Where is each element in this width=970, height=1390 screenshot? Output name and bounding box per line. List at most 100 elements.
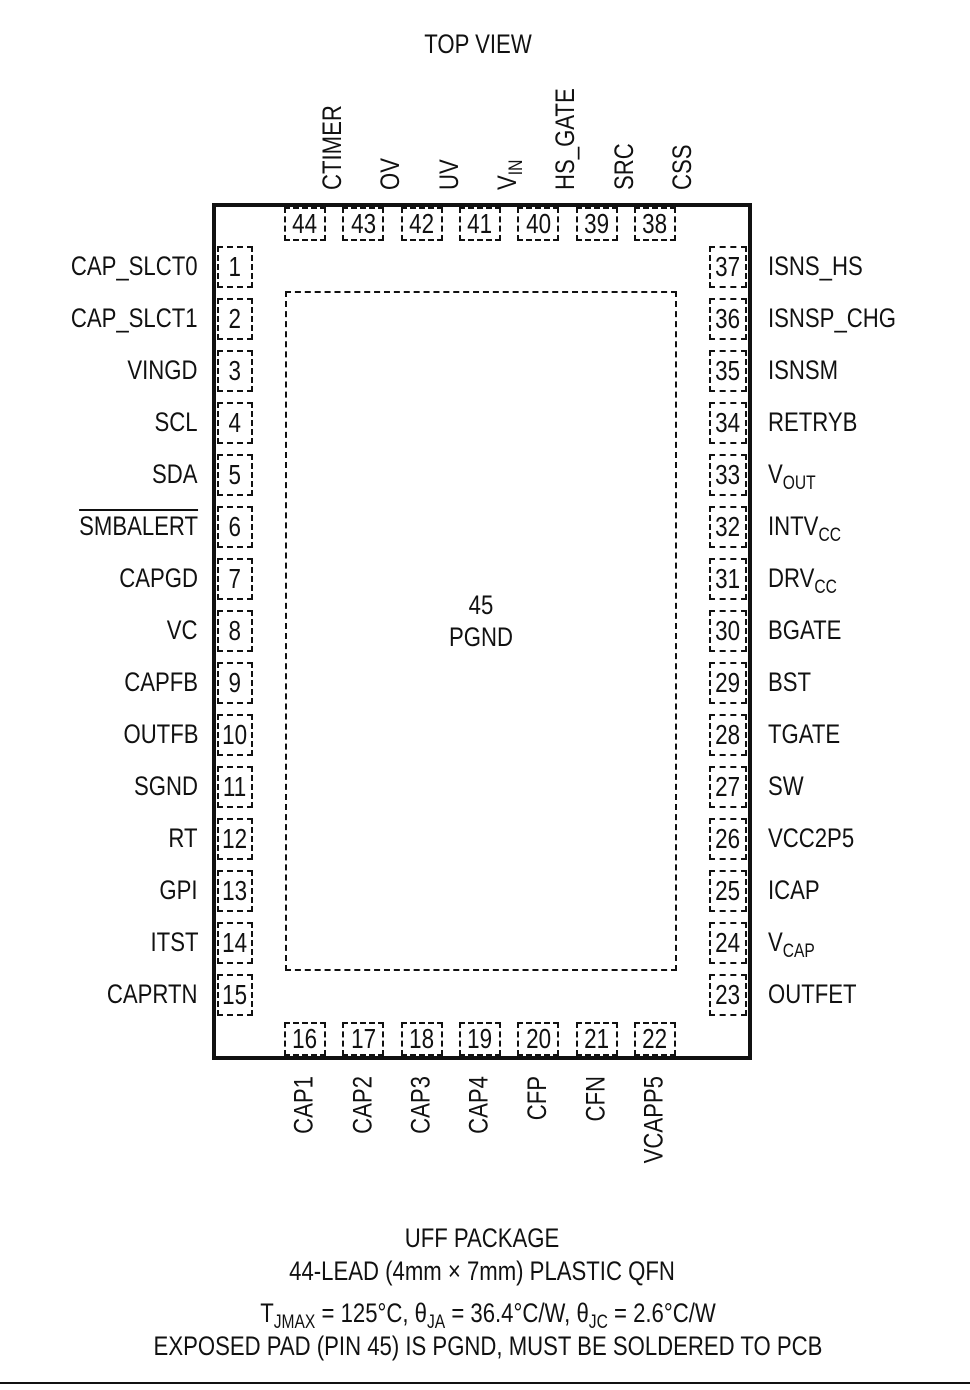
pin-label: CAP1	[289, 1076, 319, 1134]
pin-label: VCAPP5	[638, 1076, 669, 1164]
pin-name: RT	[168, 823, 198, 853]
pin-name: CFP	[522, 1076, 553, 1121]
pin-pad: 9	[217, 662, 253, 704]
pin-label: RT	[169, 825, 198, 852]
pin-label: CAP_SLCT0	[71, 253, 198, 280]
pin-number: 21	[584, 1023, 609, 1054]
pin-label: OUTFET	[768, 981, 857, 1008]
pin-number: 12	[222, 823, 248, 854]
package-name: UFF PACKAGE	[404, 1223, 560, 1253]
pin-label: CTIMER	[317, 105, 347, 190]
pin-name: SGND	[134, 771, 198, 801]
pin-pad: 14	[217, 922, 253, 964]
pin-number: 7	[228, 563, 242, 594]
pin-pad: 35	[709, 350, 747, 392]
pin-label: CAP2	[347, 1076, 377, 1134]
pin-label: CAPFB	[124, 669, 198, 696]
pin-label: CFN	[581, 1076, 611, 1122]
pin-name: INTV	[768, 511, 819, 541]
package-outline	[212, 203, 752, 1060]
pin-name: OV	[375, 158, 406, 190]
pin-number: 29	[715, 667, 741, 698]
tjmax-symbol: T	[260, 1298, 274, 1328]
pin-label: INTVCC	[768, 511, 841, 546]
pin-number: 3	[228, 355, 242, 386]
pin-label: UV	[434, 159, 464, 190]
pin-pad: 18	[400, 1022, 443, 1056]
pin-pad: 7	[217, 558, 253, 600]
pin-pad: 41	[458, 207, 501, 241]
pin-number: 16	[292, 1023, 318, 1054]
pin-name: TGATE	[768, 719, 841, 749]
pin-pad: 12	[217, 818, 253, 860]
pin-number: 26	[715, 823, 741, 854]
theta-jc-symbol: θ	[576, 1298, 589, 1328]
pin-pad: 44	[284, 207, 326, 241]
pin-pad: 4	[217, 402, 253, 444]
pin-number: 13	[222, 875, 248, 906]
pin-number: 20	[525, 1023, 551, 1054]
pin-name: ICAP	[768, 875, 820, 905]
pin-pad: 17	[342, 1022, 385, 1056]
package-description: 44-LEAD (4mm × 7mm) PLASTIC QFN	[289, 1256, 675, 1286]
pin-number: 39	[584, 208, 609, 239]
pin-number: 33	[715, 459, 741, 490]
pin-name: CAP3	[405, 1076, 436, 1134]
theta-jc-value: = 2.6°C/W	[607, 1298, 716, 1328]
pin-name: BGATE	[768, 615, 842, 645]
pin-name: GPI	[159, 875, 198, 905]
pin-label: CAP_SLCT1	[71, 305, 198, 332]
pin-name: OUTFET	[768, 979, 857, 1009]
pin-number: 27	[715, 771, 741, 802]
pin-label: BGATE	[768, 617, 841, 644]
pin-name-subscript: CC	[818, 525, 841, 546]
pin-number: 14	[222, 927, 248, 958]
pin-name: ISNSM	[768, 355, 839, 385]
pin-pad: 6	[217, 506, 253, 548]
theta-jc-sub: JC	[588, 1312, 608, 1333]
pin-label: SCL	[155, 409, 198, 436]
pin-name: VCAPP5	[638, 1076, 669, 1164]
pin-pad: 21	[575, 1022, 618, 1056]
pin-pad: 19	[458, 1022, 501, 1056]
pin-number: 18	[409, 1023, 435, 1054]
pin-label: OV	[375, 158, 406, 190]
pin-label: BST	[768, 669, 811, 696]
theta-ja-value: = 36.4°C/W,	[445, 1298, 577, 1328]
pin-number: 11	[223, 771, 247, 802]
pin-name: CAPGD	[119, 563, 198, 593]
pin-pad: 42	[400, 207, 443, 241]
pin-pad: 33	[709, 454, 747, 496]
pin-number: 28	[715, 719, 741, 750]
pin-pad: 3	[217, 350, 253, 392]
pin-number: 23	[715, 979, 741, 1010]
pin-number: 43	[350, 208, 376, 239]
pin-number: 35	[715, 355, 741, 386]
pin-number: 4	[228, 407, 242, 438]
pin-label: SW	[768, 773, 804, 800]
exposed-pad	[285, 291, 677, 971]
pin-name: CAPFB	[124, 667, 198, 697]
exposed-pad-number: 45	[468, 590, 494, 620]
pin-number: 38	[642, 208, 668, 239]
pin-pad: 38	[633, 207, 676, 241]
pin-name: SW	[768, 771, 804, 801]
thermal-specs: TJMAX = 125°C, θJA = 36.4°C/W, θJC = 2.6…	[260, 1298, 716, 1333]
pin-name: SCL	[154, 407, 198, 437]
pin-label: VINGD	[128, 357, 198, 384]
pin-pad: 32	[709, 506, 747, 548]
pin-pad: 28	[709, 714, 747, 756]
divider	[0, 1382, 970, 1384]
pin-name: CAP1	[289, 1076, 319, 1134]
pin-pad: 16	[284, 1022, 326, 1056]
pin-number: 19	[467, 1023, 493, 1054]
pin-number: 30	[715, 615, 741, 646]
pin-number: 44	[292, 208, 318, 239]
exposed-pad-name: PGND	[449, 622, 513, 652]
pin-pad: 2	[217, 298, 253, 340]
pin-number: 17	[350, 1023, 376, 1054]
pin-number: 40	[525, 208, 551, 239]
pin-label: SRC	[609, 143, 639, 190]
pin-pad: 40	[517, 207, 560, 241]
